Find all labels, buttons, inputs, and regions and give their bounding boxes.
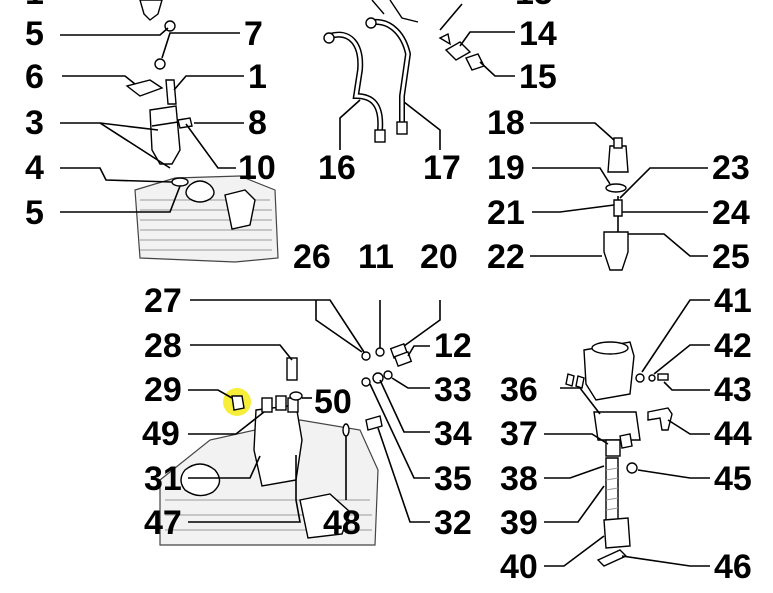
part-37-cap (605, 439, 621, 457)
label-29: 29 (144, 371, 182, 409)
label-10: 10 (238, 149, 276, 187)
part-36-gasket (593, 411, 641, 441)
label-21: 21 (487, 194, 525, 232)
label-44: 44 (714, 415, 752, 453)
nozzle-top-fragment (139, 0, 163, 21)
part-46-screw (596, 549, 628, 567)
label-41: 41 (714, 282, 752, 320)
fuel-pipes-group: 15 14 15 16 17 (318, 0, 557, 187)
part-6-bracket (125, 79, 164, 97)
label-25: 25 (712, 238, 750, 276)
pump-body (253, 404, 303, 487)
part-7-ball (154, 58, 166, 70)
pump-element-group: 41 42 43 36 44 37 45 38 39 40 46 (500, 282, 752, 586)
label-5: 5 (25, 15, 44, 53)
label-22: 22 (487, 238, 525, 276)
label-43: 43 (714, 371, 752, 409)
label-24: 24 (712, 194, 750, 232)
part-50-washer (289, 391, 303, 401)
part-29-fitting (231, 395, 245, 411)
label-4: 4 (25, 149, 44, 187)
part-40-plunger (603, 517, 631, 549)
part-32-banjo (365, 415, 383, 431)
label-15-top: 15 (515, 0, 553, 12)
label-11: 11 (358, 238, 394, 276)
delivery-valve-group: 18 19 23 21 24 22 25 (487, 104, 750, 276)
label-20: 20 (420, 238, 458, 276)
label-32: 32 (434, 504, 472, 542)
label-16: 16 (318, 149, 356, 187)
label-40: 40 (500, 548, 538, 586)
label-34: 34 (434, 415, 472, 453)
label-6: 6 (25, 58, 44, 96)
label-23: 23 (712, 149, 750, 187)
part-28-bolt (286, 357, 298, 381)
label-1-top: 1 (25, 0, 44, 12)
injector-group: 1 5 7 6 1 3 8 4 10 5 (25, 0, 279, 263)
label-38: 38 (500, 460, 538, 498)
part-3-injector (149, 105, 181, 165)
label-1: 1 (248, 58, 267, 96)
label-8: 8 (248, 104, 267, 142)
label-7: 7 (244, 15, 263, 53)
part-44-tee (647, 407, 673, 431)
label-14: 14 (519, 15, 557, 53)
label-48: 48 (323, 504, 361, 542)
label-33: 33 (434, 371, 472, 409)
injection-pump-group: 26 11 20 27 12 28 33 29 50 34 49 35 31 4… (142, 238, 472, 546)
label-46: 46 (714, 548, 752, 586)
part-48-ring (342, 423, 350, 437)
label-3: 3 (25, 104, 44, 142)
part-4-washer (171, 177, 189, 187)
label-42: 42 (714, 327, 752, 365)
label-49: 49 (142, 415, 180, 453)
label-47: 47 (144, 504, 182, 542)
part-1-stud (165, 79, 177, 105)
cylinder-head-sketch (134, 175, 279, 263)
part-8-fitting (177, 117, 193, 129)
label-15: 15 (519, 58, 557, 96)
label-17: 17 (423, 149, 461, 187)
label-27: 27 (144, 282, 182, 320)
label-45: 45 (714, 460, 752, 498)
label-37: 37 (500, 415, 538, 453)
label-36: 36 (500, 371, 538, 409)
label-5-lower: 5 (25, 194, 44, 232)
label-31: 31 (144, 460, 182, 498)
label-19: 19 (487, 149, 525, 187)
label-18: 18 (487, 104, 525, 142)
label-28: 28 (144, 327, 182, 365)
label-39: 39 (500, 504, 538, 542)
label-35: 35 (434, 460, 472, 498)
label-12: 12 (434, 327, 472, 365)
label-50: 50 (314, 383, 352, 421)
label-26: 26 (293, 238, 331, 276)
part-36-housing (583, 341, 635, 401)
